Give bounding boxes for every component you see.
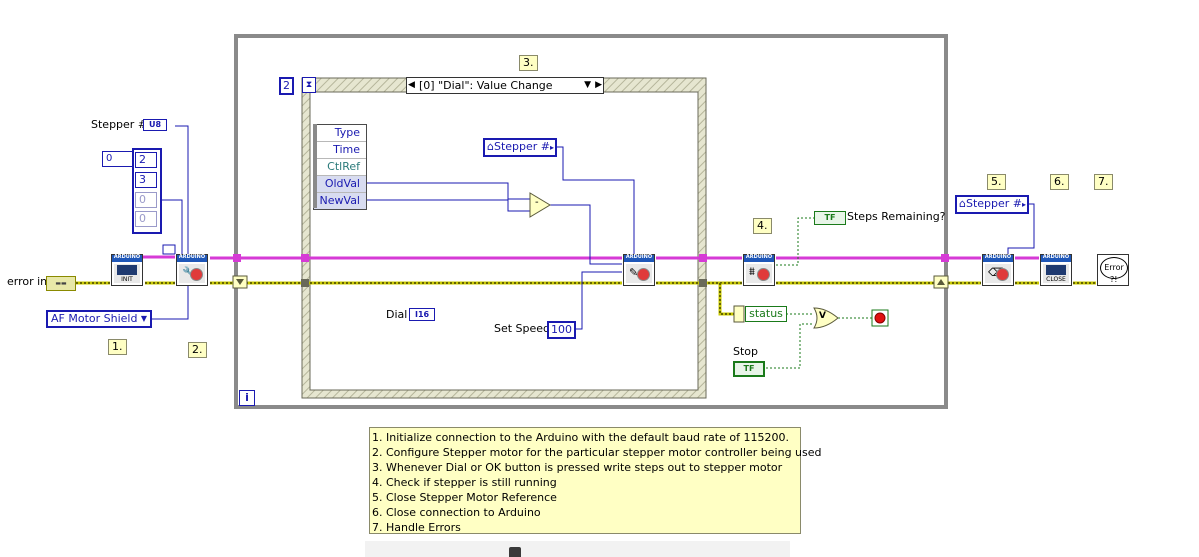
house-icon: ⌂ bbox=[959, 197, 966, 210]
steps-remaining-label: Steps Remaining? bbox=[847, 210, 946, 223]
eraser-icon: ⌫ bbox=[985, 264, 1011, 283]
stop-label: Stop bbox=[733, 345, 759, 358]
terminal-oldval[interactable]: OldVal bbox=[314, 176, 366, 193]
array-element-2[interactable]: 3 bbox=[135, 172, 157, 188]
subtract-node bbox=[529, 192, 551, 218]
arduino-close-stepper-vi[interactable]: ARDUINO ⌫ bbox=[982, 254, 1014, 286]
arduino-configure-stepper-vi[interactable]: ARDUINO 🔧 bbox=[176, 254, 208, 286]
note-label-5: 5. bbox=[987, 174, 1006, 190]
speech-bubble-icon: Error bbox=[1100, 257, 1128, 279]
set-speed-label: Set Speed bbox=[494, 322, 551, 335]
event-case-label: [0] "Dial": Value Change bbox=[419, 79, 553, 92]
status-unbundle: status bbox=[745, 306, 787, 322]
note-line-5: 5. Close Stepper Motor Reference bbox=[372, 491, 557, 504]
note-line-4: 4. Check if stepper is still running bbox=[372, 476, 557, 489]
error-handler-vi[interactable]: Error ?! bbox=[1097, 254, 1129, 286]
note-line-1: 1. Initialize connection to the Arduino … bbox=[372, 431, 789, 444]
terminal-time[interactable]: Time bbox=[314, 142, 366, 159]
dial-label: Dial bbox=[386, 308, 408, 321]
timeout-constant[interactable]: 2 bbox=[279, 77, 294, 95]
visa-tunnel-left bbox=[233, 254, 241, 262]
shift-register-left bbox=[232, 275, 248, 289]
array-element-4[interactable]: 0 bbox=[135, 211, 157, 227]
event-data-terminals: Type Time CtlRef OldVal NewVal bbox=[313, 124, 367, 210]
array-element-3[interactable]: 0 bbox=[135, 192, 157, 208]
steps-remaining-indicator: TF bbox=[814, 211, 846, 225]
visa-tunnel-event-right bbox=[699, 254, 707, 262]
error-tunnel-event-right bbox=[699, 279, 707, 287]
error-in-label: error in bbox=[7, 275, 48, 288]
arduino-close-vi[interactable]: ARDUINO CLOSE bbox=[1040, 254, 1072, 286]
terminals-left-bar bbox=[313, 124, 317, 208]
event-structure-interior bbox=[309, 91, 699, 391]
note-line-2: 2. Configure Stepper motor for the parti… bbox=[372, 446, 822, 459]
init-body: INIT bbox=[114, 264, 140, 283]
numeric-wires bbox=[150, 125, 1035, 330]
close-body: CLOSE bbox=[1043, 264, 1069, 283]
event-case-selector[interactable]: ◀ [0] "Dial": Value Change ▼ ▶ bbox=[406, 77, 604, 94]
note-label-7: 7. bbox=[1094, 174, 1113, 190]
error-in-control[interactable]: ▬▬ bbox=[46, 276, 76, 291]
stepper-number-control[interactable]: U8 bbox=[143, 119, 168, 131]
set-speed-constant[interactable]: 100 bbox=[547, 321, 576, 339]
stepper-number-label: Stepper # bbox=[91, 118, 148, 131]
case-prev-arrow[interactable]: ◀ bbox=[408, 80, 415, 90]
note-label-2: 2. bbox=[188, 342, 207, 358]
arduino-check-stepper-vi[interactable]: ARDUINO ⩩ bbox=[743, 254, 775, 286]
terminal-ctlref[interactable]: CtlRef bbox=[314, 159, 366, 176]
note-label-6: 6. bbox=[1050, 174, 1069, 190]
note-line-7: 7. Handle Errors bbox=[372, 521, 461, 534]
note-label-1: 1. bbox=[108, 339, 127, 355]
terminal-newval[interactable]: NewVal bbox=[314, 193, 366, 209]
visa-tunnel-right bbox=[941, 254, 949, 262]
scroll-thumb[interactable] bbox=[509, 547, 521, 557]
status-unbundle-node bbox=[733, 305, 745, 323]
boolean-wires bbox=[762, 217, 872, 369]
note-label-4: 4. bbox=[753, 218, 772, 234]
shift-register-right bbox=[933, 275, 949, 289]
or-symbol: V bbox=[819, 311, 826, 321]
stepper-ref-local[interactable]: ⌂Stepper #▸ bbox=[483, 138, 557, 157]
error-wire bbox=[76, 281, 1096, 316]
terminal-type[interactable]: Type bbox=[314, 125, 366, 142]
chevron-down-icon: ▼ bbox=[140, 314, 147, 323]
shield-type-control[interactable]: AF Motor Shield ▼ bbox=[46, 310, 152, 328]
bottom-bar bbox=[365, 541, 790, 557]
stepper-ref-local-2[interactable]: ⌂Stepper #▸ bbox=[955, 195, 1029, 214]
arduino-write-stepper-vi[interactable]: ARDUINO ✎ bbox=[623, 254, 655, 286]
note-line-6: 6. Close connection to Arduino bbox=[372, 506, 541, 519]
visa-wire bbox=[143, 255, 1039, 260]
chevron-down-icon[interactable]: ▼ bbox=[584, 80, 591, 90]
visa-tunnel-event-left bbox=[301, 254, 309, 262]
case-next-arrow[interactable]: ▶ bbox=[595, 80, 602, 90]
array-index-control[interactable]: 0 bbox=[102, 151, 134, 167]
array-element-1[interactable]: 2 bbox=[135, 152, 157, 168]
note-label-3: 3. bbox=[519, 55, 538, 71]
while-loop-border bbox=[234, 34, 948, 409]
shield-type-value: AF Motor Shield bbox=[51, 312, 138, 325]
or-node bbox=[813, 307, 839, 329]
note-line-3: 3. Whenever Dial or OK button is pressed… bbox=[372, 461, 783, 474]
arduino-init-vi[interactable]: ARDUINO INIT bbox=[111, 254, 143, 286]
loop-iteration-terminal: i bbox=[239, 390, 255, 406]
hourglass-icon: ⧗ bbox=[302, 77, 316, 93]
stairs-icon: ⩩ bbox=[746, 264, 772, 283]
subtract-label: - bbox=[535, 197, 539, 208]
error-tunnel-event-left bbox=[301, 279, 309, 287]
comment-notes: 1. Initialize connection to the Arduino … bbox=[369, 427, 822, 534]
dial-terminal[interactable]: I16 bbox=[409, 308, 436, 321]
wrench-icon: 🔧 bbox=[179, 264, 205, 283]
stop-button-terminal[interactable]: TF bbox=[733, 361, 765, 377]
house-icon: ⌂ bbox=[487, 140, 494, 153]
write-icon: ✎ bbox=[626, 264, 652, 283]
